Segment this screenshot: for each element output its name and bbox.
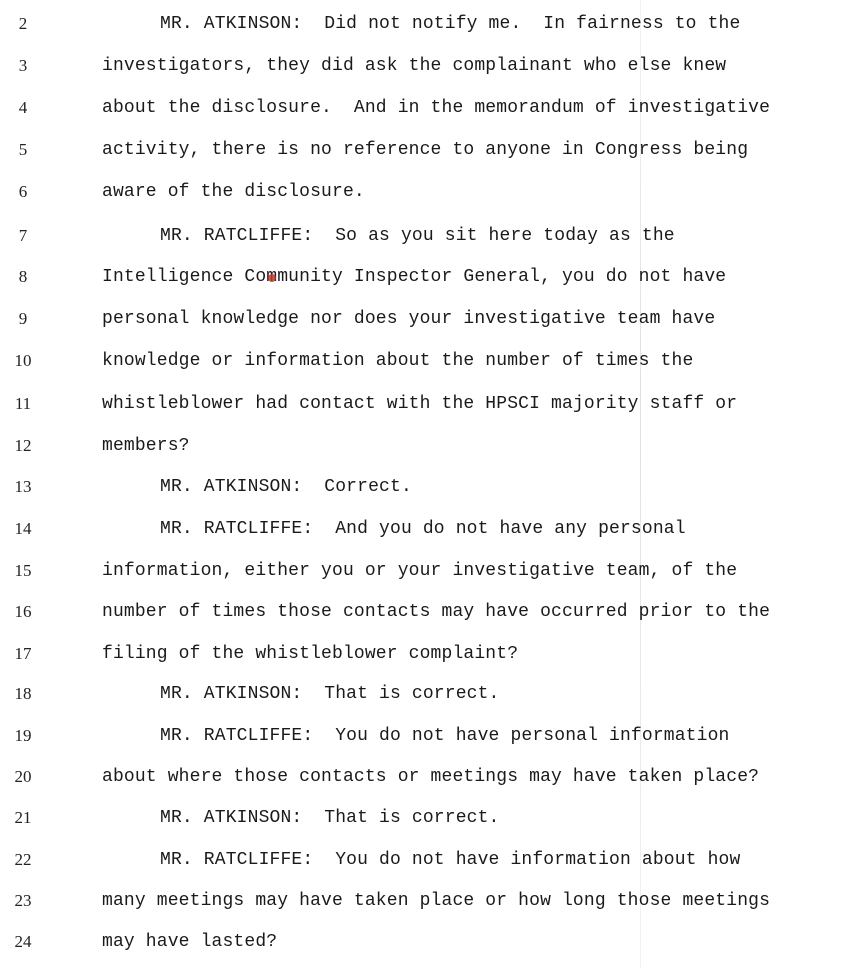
line-number: 7 — [18, 226, 28, 245]
line-text: MR. RATCLIFFE: You do not have personal … — [160, 726, 730, 746]
line-text: about the disclosure. And in the memoran… — [102, 98, 771, 118]
transcript-line: 6 aware of the disclosure. — [0, 177, 865, 207]
line-number: 4 — [18, 98, 28, 117]
line-number: 17 — [14, 644, 32, 663]
transcript-line: 15 information, either you or your inves… — [0, 556, 865, 586]
line-number: 9 — [18, 309, 28, 328]
line-number: 8 — [18, 267, 28, 286]
line-number: 20 — [14, 767, 32, 786]
transcript-line: 19 MR. RATCLIFFE: You do not have person… — [0, 721, 865, 751]
transcript-line: 20 about where those contacts or meeting… — [0, 762, 865, 792]
line-text: may have lasted? — [102, 932, 278, 952]
line-text: Intelligence Community Inspector General… — [102, 267, 727, 287]
line-text: knowledge or information about the numbe… — [102, 351, 694, 371]
line-text: information, either you or your investig… — [102, 561, 738, 581]
transcript-line: 7 MR. RATCLIFFE: So as you sit here toda… — [0, 221, 865, 251]
transcript-line: 12 members? — [0, 431, 865, 461]
transcript-line: 16 number of times those contacts may ha… — [0, 597, 865, 627]
line-text: MR. ATKINSON: Correct. — [160, 477, 412, 497]
line-text: number of times those contacts may have … — [102, 602, 771, 622]
transcript-line: 8 Intelligence Community Inspector Gener… — [0, 262, 865, 292]
line-number: 10 — [14, 351, 32, 370]
line-text: MR. RATCLIFFE: And you do not have any p… — [160, 519, 686, 539]
line-text: personal knowledge nor does your investi… — [102, 309, 716, 329]
transcript-line: 18 MR. ATKINSON: That is correct. — [0, 679, 865, 709]
transcript-line: 21 MR. ATKINSON: That is correct. — [0, 803, 865, 833]
line-text: activity, there is no reference to anyon… — [102, 140, 749, 160]
transcript-line: 24 may have lasted? — [0, 927, 865, 957]
line-text: whistleblower had contact with the HPSCI… — [102, 394, 738, 414]
page-fold-line — [640, 0, 641, 968]
line-number: 15 — [14, 561, 32, 580]
transcript-line: 3 investigators, they did ask the compla… — [0, 51, 865, 81]
transcript-line: 14 MR. RATCLIFFE: And you do not have an… — [0, 514, 865, 544]
line-number: 2 — [18, 14, 28, 33]
line-text: MR. RATCLIFFE: So as you sit here today … — [160, 226, 675, 246]
transcript-line: 9 personal knowledge nor does your inves… — [0, 304, 865, 334]
red-ink-dot — [268, 274, 276, 282]
line-text: filing of the whistleblower complaint? — [102, 644, 519, 664]
line-text: aware of the disclosure. — [102, 182, 365, 202]
line-number: 16 — [14, 602, 32, 621]
line-number: 23 — [14, 891, 32, 910]
transcript-line: 5 activity, there is no reference to any… — [0, 135, 865, 165]
line-text: MR. ATKINSON: That is correct. — [160, 808, 500, 828]
transcript-line: 23 many meetings may have taken place or… — [0, 886, 865, 916]
line-number: 19 — [14, 726, 32, 745]
line-text: MR. ATKINSON: That is correct. — [160, 684, 500, 704]
transcript-line: 2 MR. ATKINSON: Did not notify me. In fa… — [0, 9, 865, 39]
line-text: members? — [102, 436, 190, 456]
line-number: 21 — [14, 808, 32, 827]
line-number: 24 — [14, 932, 32, 951]
line-number: 12 — [14, 436, 32, 455]
line-number: 6 — [18, 182, 28, 201]
line-number: 18 — [14, 684, 32, 703]
line-number: 13 — [14, 477, 32, 496]
line-number: 3 — [18, 56, 28, 75]
line-text: MR. RATCLIFFE: You do not have informati… — [160, 850, 741, 870]
line-text: MR. ATKINSON: Did not notify me. In fair… — [160, 14, 741, 34]
line-text: many meetings may have taken place or ho… — [102, 891, 771, 911]
line-number: 14 — [14, 519, 32, 538]
transcript-line: 4 about the disclosure. And in the memor… — [0, 93, 865, 123]
line-text: investigators, they did ask the complain… — [102, 56, 727, 76]
line-number: 11 — [14, 394, 32, 413]
line-text: about where those contacts or meetings m… — [102, 767, 760, 787]
transcript-line: 13 MR. ATKINSON: Correct. — [0, 472, 865, 502]
transcript-line: 17 filing of the whistleblower complaint… — [0, 639, 865, 669]
transcript-line: 22 MR. RATCLIFFE: You do not have inform… — [0, 845, 865, 875]
line-number: 22 — [14, 850, 32, 869]
transcript-line: 10 knowledge or information about the nu… — [0, 346, 865, 376]
transcript-line: 11 whistleblower had contact with the HP… — [0, 389, 865, 419]
line-number: 5 — [18, 140, 28, 159]
